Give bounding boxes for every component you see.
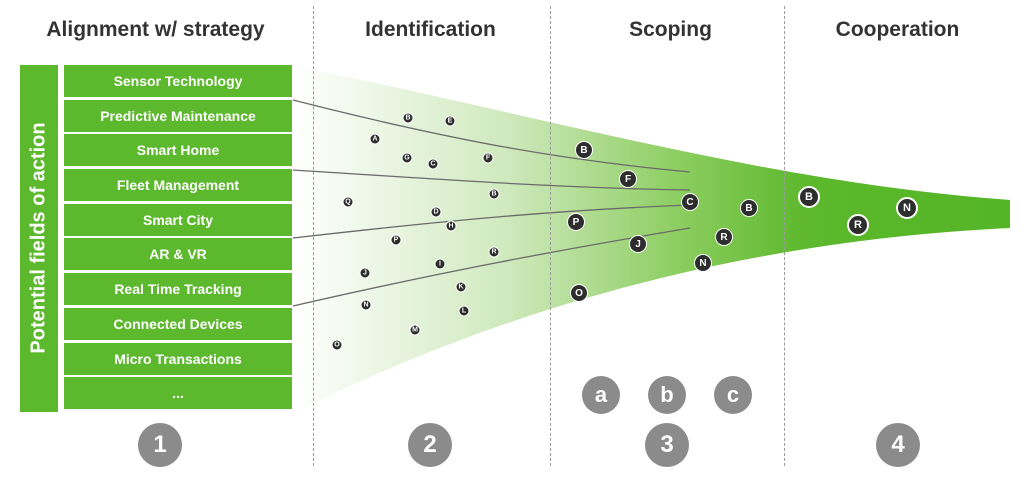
field-item: Smart Home [64, 134, 292, 167]
idea-dot: C [427, 158, 439, 170]
fields-list: Sensor Technology Predictive Maintenance… [64, 65, 292, 412]
phase-number-2: 2 [408, 423, 452, 467]
divider-2 [550, 6, 551, 466]
subphase-marker-b: b [648, 376, 686, 414]
idea-dot: P [390, 234, 402, 246]
idea-dot: I [434, 258, 446, 270]
idea-dot: F [482, 152, 494, 164]
side-label-box [20, 65, 58, 412]
field-item: Micro Transactions [64, 342, 292, 375]
phase-title-scoping: Scoping [629, 18, 712, 41]
side-label: Potential fields of action [27, 122, 50, 354]
idea-dot: O [331, 339, 343, 351]
field-item: ... [64, 377, 292, 410]
idea-dot: R [488, 246, 500, 258]
idea-dot: B [798, 186, 820, 208]
phase-number-4: 4 [876, 423, 920, 467]
idea-dot: E [444, 115, 456, 127]
idea-dot: B [575, 141, 593, 159]
field-item: Real Time Tracking [64, 273, 292, 306]
field-item: Predictive Maintenance [64, 99, 292, 132]
idea-dot: Q [342, 196, 354, 208]
phase-title-cooperation: Cooperation [835, 18, 960, 41]
subphase-marker-a: a [582, 376, 620, 414]
field-item: Fleet Management [64, 169, 292, 202]
idea-dot: O [570, 284, 588, 302]
idea-dot: B [488, 188, 500, 200]
idea-dot: G [401, 152, 413, 164]
divider-3 [784, 6, 785, 466]
idea-dot: B [740, 199, 758, 217]
funnel-line [292, 99, 691, 173]
idea-dot: L [458, 305, 470, 317]
field-item: Smart City [64, 203, 292, 236]
phase-title-alignment: Alignment w/ strategy [46, 18, 265, 41]
divider-1 [313, 6, 314, 466]
phase-title-identification: Identification [365, 18, 496, 41]
idea-dot: N [694, 254, 712, 272]
phase-number-3: 3 [645, 423, 689, 467]
idea-dot: K [455, 281, 467, 293]
idea-dot: J [629, 235, 647, 253]
idea-dot: D [430, 206, 442, 218]
idea-dot: A [369, 133, 381, 145]
field-item: Connected Devices [64, 307, 292, 340]
idea-dot: C [681, 193, 699, 211]
idea-dot: N [896, 197, 918, 219]
idea-dot: B [402, 112, 414, 124]
idea-dot: R [715, 228, 733, 246]
subphase-marker-c: c [714, 376, 752, 414]
phase-number-1: 1 [138, 423, 182, 467]
idea-dot: P [567, 213, 585, 231]
funnel-line [292, 204, 691, 239]
idea-dot: M [409, 324, 421, 336]
funnel-line [292, 169, 691, 191]
idea-dot: F [619, 170, 637, 188]
idea-dot: J [359, 267, 371, 279]
field-item: AR & VR [64, 238, 292, 271]
idea-dot: R [847, 214, 869, 236]
idea-dot: H [445, 220, 457, 232]
funnel-shape [293, 66, 1010, 413]
idea-dot: N [360, 299, 372, 311]
field-item: Sensor Technology [64, 65, 292, 97]
